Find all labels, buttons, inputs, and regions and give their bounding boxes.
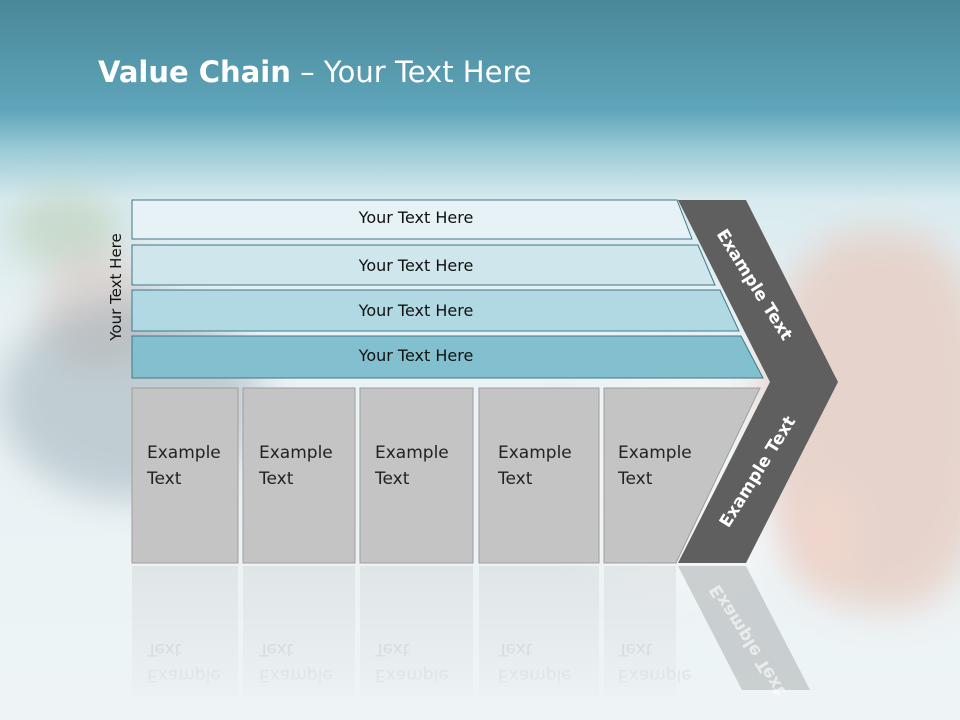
reflection-text-1-line2: Text: [147, 639, 182, 659]
reflection-text-1-line1: Example: [147, 665, 221, 685]
primary-box-5-line2: Text: [618, 469, 653, 489]
reflection-text-2-line1: Example: [259, 665, 333, 685]
support-bar-4: [131, 335, 764, 379]
reflection-text-4-line1: Example: [498, 665, 572, 685]
reflection-text-1: Example Text: [147, 636, 247, 688]
primary-box-2-line2: Text: [259, 469, 294, 489]
reflection-text-2-line2: Text: [259, 639, 294, 659]
primary-box-1-line1: Example: [147, 443, 221, 463]
reflection-text-5: Example Text: [618, 636, 718, 688]
primary-box-2-line1: Example: [259, 443, 333, 463]
reflection-text-3: Example Text: [375, 636, 475, 688]
slide-title: Value Chain – Your Text Here: [98, 55, 532, 89]
primary-box-5-line1: Example: [618, 443, 692, 463]
reflection-text-5-line1: Example: [618, 665, 692, 685]
background-blur-finger: [790, 480, 860, 590]
reflection-text-2: Example Text: [259, 636, 359, 688]
support-bar-2: [131, 244, 716, 286]
title-rest: – Your Text Here: [290, 55, 532, 89]
margin-chevron: [678, 200, 838, 563]
primary-box-2: [242, 387, 356, 564]
boxes-reflection: Example Text Example Text Example Text Exam…: [0, 566, 960, 720]
support-bar-3: [131, 289, 740, 332]
reflection-box-5: [604, 566, 676, 696]
primary-box-5: [603, 387, 761, 564]
primary-box-4-line2: Text: [498, 469, 533, 489]
reflection-box-2: [243, 566, 355, 696]
reflection-text-4-line2: Text: [498, 639, 533, 659]
primary-box-4: [478, 387, 600, 564]
side-label: Your Text Here: [107, 233, 125, 341]
reflection-text-3-line1: Example: [375, 665, 449, 685]
support-bar-4-label: Your Text Here: [358, 346, 474, 365]
title-bold: Value Chain: [98, 55, 291, 89]
primary-box-4-line1: Example: [498, 443, 572, 463]
primary-box-3: [359, 387, 474, 564]
reflection-box-1: [132, 566, 238, 696]
primary-box-3-line1: Example: [375, 443, 449, 463]
support-bar-1-label: Your Text Here: [358, 208, 474, 227]
reflection-text-3-line2: Text: [375, 639, 410, 659]
reflection-text-4: Example Text: [498, 636, 598, 688]
support-bar-2-label: Your Text Here: [358, 256, 474, 275]
primary-box-3-line2: Text: [375, 469, 410, 489]
primary-box-1: [131, 387, 239, 564]
reflection-box-3: [360, 566, 473, 696]
margin-chevron-reflection: [678, 566, 810, 690]
support-bar-1: [131, 199, 693, 240]
reflection-text-5-line2: Text: [618, 639, 653, 659]
reflection-box-4: [479, 566, 599, 696]
support-bar-3-label: Your Text Here: [358, 301, 474, 320]
primary-box-1-line2: Text: [147, 469, 182, 489]
